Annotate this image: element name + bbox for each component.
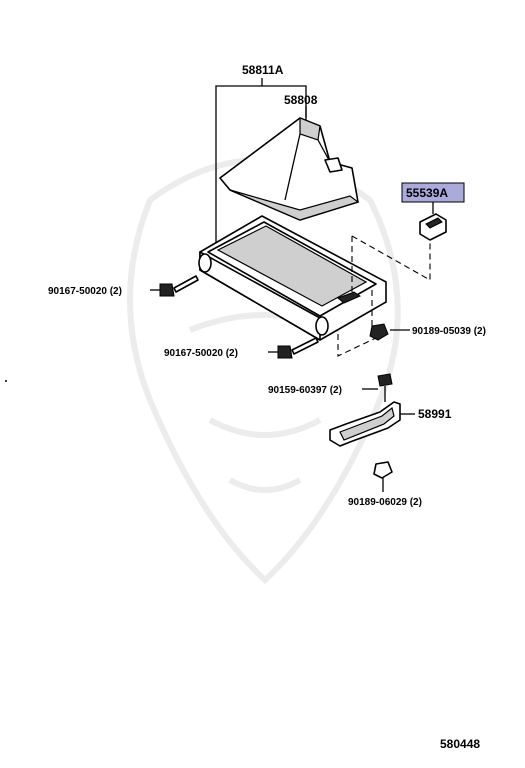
screw-bottom — [268, 337, 319, 359]
label-bracket: 58991 — [418, 407, 452, 421]
clip-part — [419, 213, 447, 241]
label-bolt: 90159-60397 (2) — [268, 385, 342, 396]
nut-right — [369, 323, 410, 341]
label-58808: 58808 — [284, 93, 318, 107]
stray-dot — [5, 380, 7, 382]
screw-left — [150, 275, 199, 297]
bracket — [329, 401, 415, 447]
dashed-guides — [337, 235, 431, 357]
label-55539a: 55539A — [406, 186, 448, 200]
label-nut-right: 90189-05039 (2) — [412, 326, 486, 337]
label-58811a: 58811A — [242, 63, 284, 77]
label-screw-bottom: 90167-50020 (2) — [164, 348, 238, 359]
label-nut-bottom: 90189-06029 (2) — [348, 497, 422, 508]
bolt — [362, 373, 393, 402]
console-box — [198, 215, 387, 341]
leader-58811a — [215, 78, 307, 245]
nut-bottom — [373, 461, 393, 492]
label-screw-left: 90167-50020 (2) — [48, 286, 122, 297]
shift-boot — [219, 117, 360, 221]
diagram-id: 580448 — [440, 737, 480, 751]
